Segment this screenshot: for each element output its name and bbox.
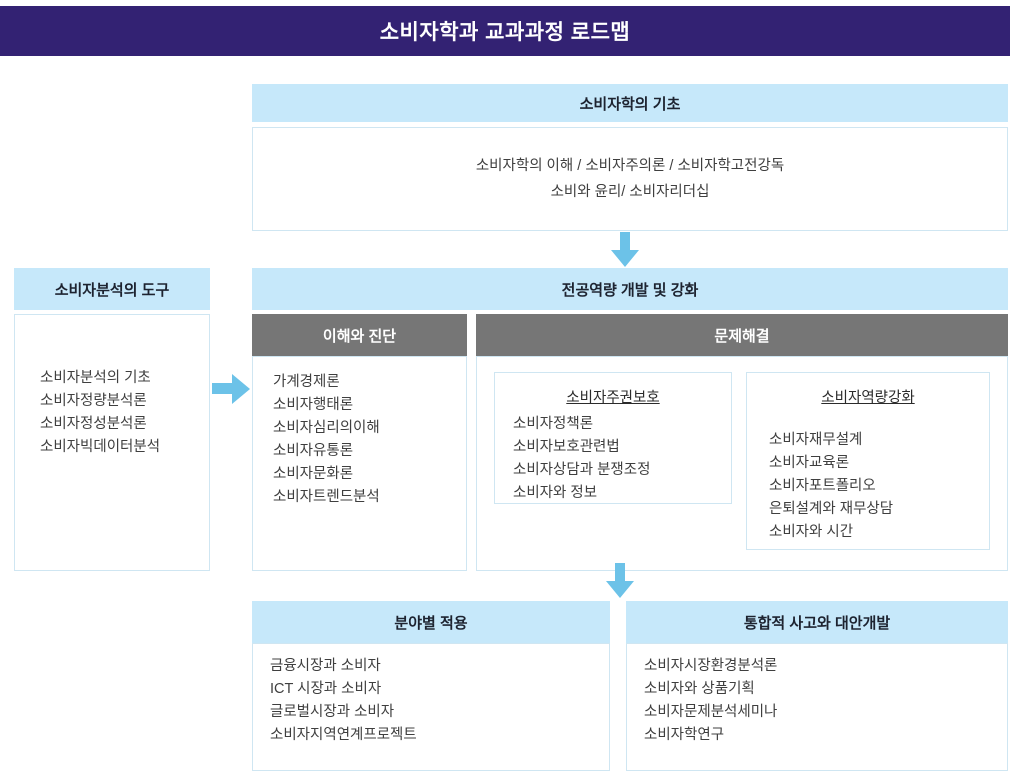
understanding-header-label: 이해와 진단 xyxy=(322,327,397,345)
foundation-header: 소비자학의 기초 xyxy=(252,84,1008,122)
problem-solving-header: 문제해결 xyxy=(476,314,1008,356)
understanding-list: 가계경제론 소비자행태론 소비자심리의이해 소비자유통론 소비자문화론 소비자트… xyxy=(273,371,380,509)
understanding-body xyxy=(252,356,467,571)
tools-header-label: 소비자분석의 도구 xyxy=(54,281,170,299)
integration-header-label: 통합적 사고와 대안개발 xyxy=(743,614,891,632)
application-body xyxy=(252,643,610,771)
list-item: 소비자문화론 xyxy=(273,466,354,482)
arrow-down-icon xyxy=(608,232,642,268)
tools-list: 소비자분석의 기초 소비자정량분석론 소비자정성분석론 소비자빅데이터분석 xyxy=(40,367,160,459)
tools-header: 소비자분석의 도구 xyxy=(14,268,210,310)
list-item: 소비자분석의 기초 xyxy=(40,370,151,386)
consumer-capability-group: 소비자역량강화 소비자재무설계 소비자교육론 소비자포트폴리오 은퇴설계와 재무… xyxy=(746,372,990,550)
list-item: 소비자포트폴리오 xyxy=(769,478,876,494)
list-item: 소비자재무설계 xyxy=(769,432,863,448)
list-item: 소비자행태론 xyxy=(273,397,354,413)
list-item: 소비자유통론 xyxy=(273,443,354,459)
list-item: 소비자정성분석론 xyxy=(40,416,147,432)
problem-solving-header-label: 문제해결 xyxy=(714,327,770,345)
consumer-sovereignty-group: 소비자주권보호 소비자정책론 소비자보호관련법 소비자상담과 분쟁조정 소비자와… xyxy=(494,372,732,504)
application-list: 금융시장과 소비자 ICT 시장과 소비자 글로벌시장과 소비자 소비자지역연계… xyxy=(270,655,417,747)
list-item: 은퇴설계와 재무상담 xyxy=(769,501,894,517)
list-item: 소비자정량분석론 xyxy=(40,393,147,409)
arrow-right-icon xyxy=(212,372,252,406)
list-item: 소비자와 정보 xyxy=(513,485,598,501)
list-item: 소비자트렌드분석 xyxy=(273,489,380,505)
list-item: 소비자문제분석세미나 xyxy=(644,704,778,720)
foundation-body: 소비자학의 이해 / 소비자주의론 / 소비자학고전강독 소비와 윤리/ 소비자… xyxy=(252,127,1008,231)
list-item: 소비자와 시간 xyxy=(769,524,854,540)
foundation-header-label: 소비자학의 기초 xyxy=(579,95,681,113)
group-title: 소비자역량강화 xyxy=(821,390,915,406)
list-item: 소비자교육론 xyxy=(769,455,850,471)
list-item: 소비자와 상품기획 xyxy=(644,681,755,697)
application-header: 분야별 적용 xyxy=(252,601,610,643)
list-item: 소비자지역연계프로젝트 xyxy=(270,727,417,743)
application-header-label: 분야별 적용 xyxy=(394,614,468,632)
group-list: 소비자정책론 소비자보호관련법 소비자상담과 분쟁조정 소비자와 정보 xyxy=(495,407,731,505)
foundation-line-2: 소비와 윤리/ 소비자리더십 xyxy=(550,184,710,200)
page-title: 소비자학과 교과과정 로드맵 xyxy=(379,21,631,44)
list-item: 금융시장과 소비자 xyxy=(270,658,381,674)
integration-header: 통합적 사고와 대안개발 xyxy=(626,601,1008,643)
integration-body xyxy=(626,643,1008,771)
competency-header-label: 전공역량 개발 및 강화 xyxy=(561,281,699,299)
list-item: 소비자빅데이터분석 xyxy=(40,439,161,455)
list-item: 소비자정책론 xyxy=(513,416,594,432)
list-item: 소비자심리의이해 xyxy=(273,420,380,436)
integration-list: 소비자시장환경분석론 소비자와 상품기획 소비자문제분석세미나 소비자학연구 xyxy=(644,655,777,747)
list-item: 가계경제론 xyxy=(273,374,340,390)
list-item: 소비자상담과 분쟁조정 xyxy=(513,462,651,478)
list-item: 소비자보호관련법 xyxy=(513,439,620,455)
tools-body xyxy=(14,314,210,571)
list-item: 소비자학연구 xyxy=(644,727,725,743)
page-title-bar: 소비자학과 교과과정 로드맵 xyxy=(0,6,1010,56)
group-title: 소비자주권보호 xyxy=(566,390,660,406)
competency-header: 전공역량 개발 및 강화 xyxy=(252,268,1008,310)
list-item: 글로벌시장과 소비자 xyxy=(270,704,395,720)
list-item: ICT 시장과 소비자 xyxy=(270,681,382,697)
group-list: 소비자재무설계 소비자교육론 소비자포트폴리오 은퇴설계와 재무상담 소비자와 … xyxy=(747,407,989,544)
arrow-down-icon xyxy=(603,563,637,599)
foundation-line-1: 소비자학의 이해 / 소비자주의론 / 소비자학고전강독 xyxy=(475,158,785,174)
list-item: 소비자시장환경분석론 xyxy=(644,658,778,674)
understanding-header: 이해와 진단 xyxy=(252,314,467,356)
